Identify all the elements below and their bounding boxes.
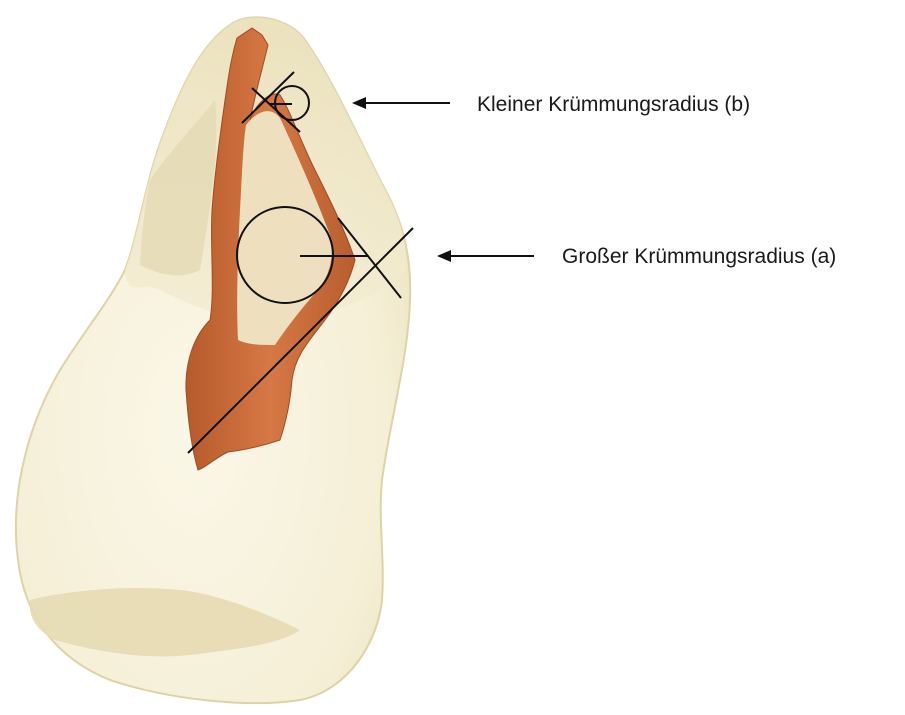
arrow-b-head <box>352 97 366 109</box>
small-curvature-radius-label: Kleiner Krümmungsradius (b) <box>477 94 750 115</box>
arrow-a-head <box>437 250 451 262</box>
large-curvature-radius-label: Großer Krümmungsradius (a) <box>562 246 836 267</box>
